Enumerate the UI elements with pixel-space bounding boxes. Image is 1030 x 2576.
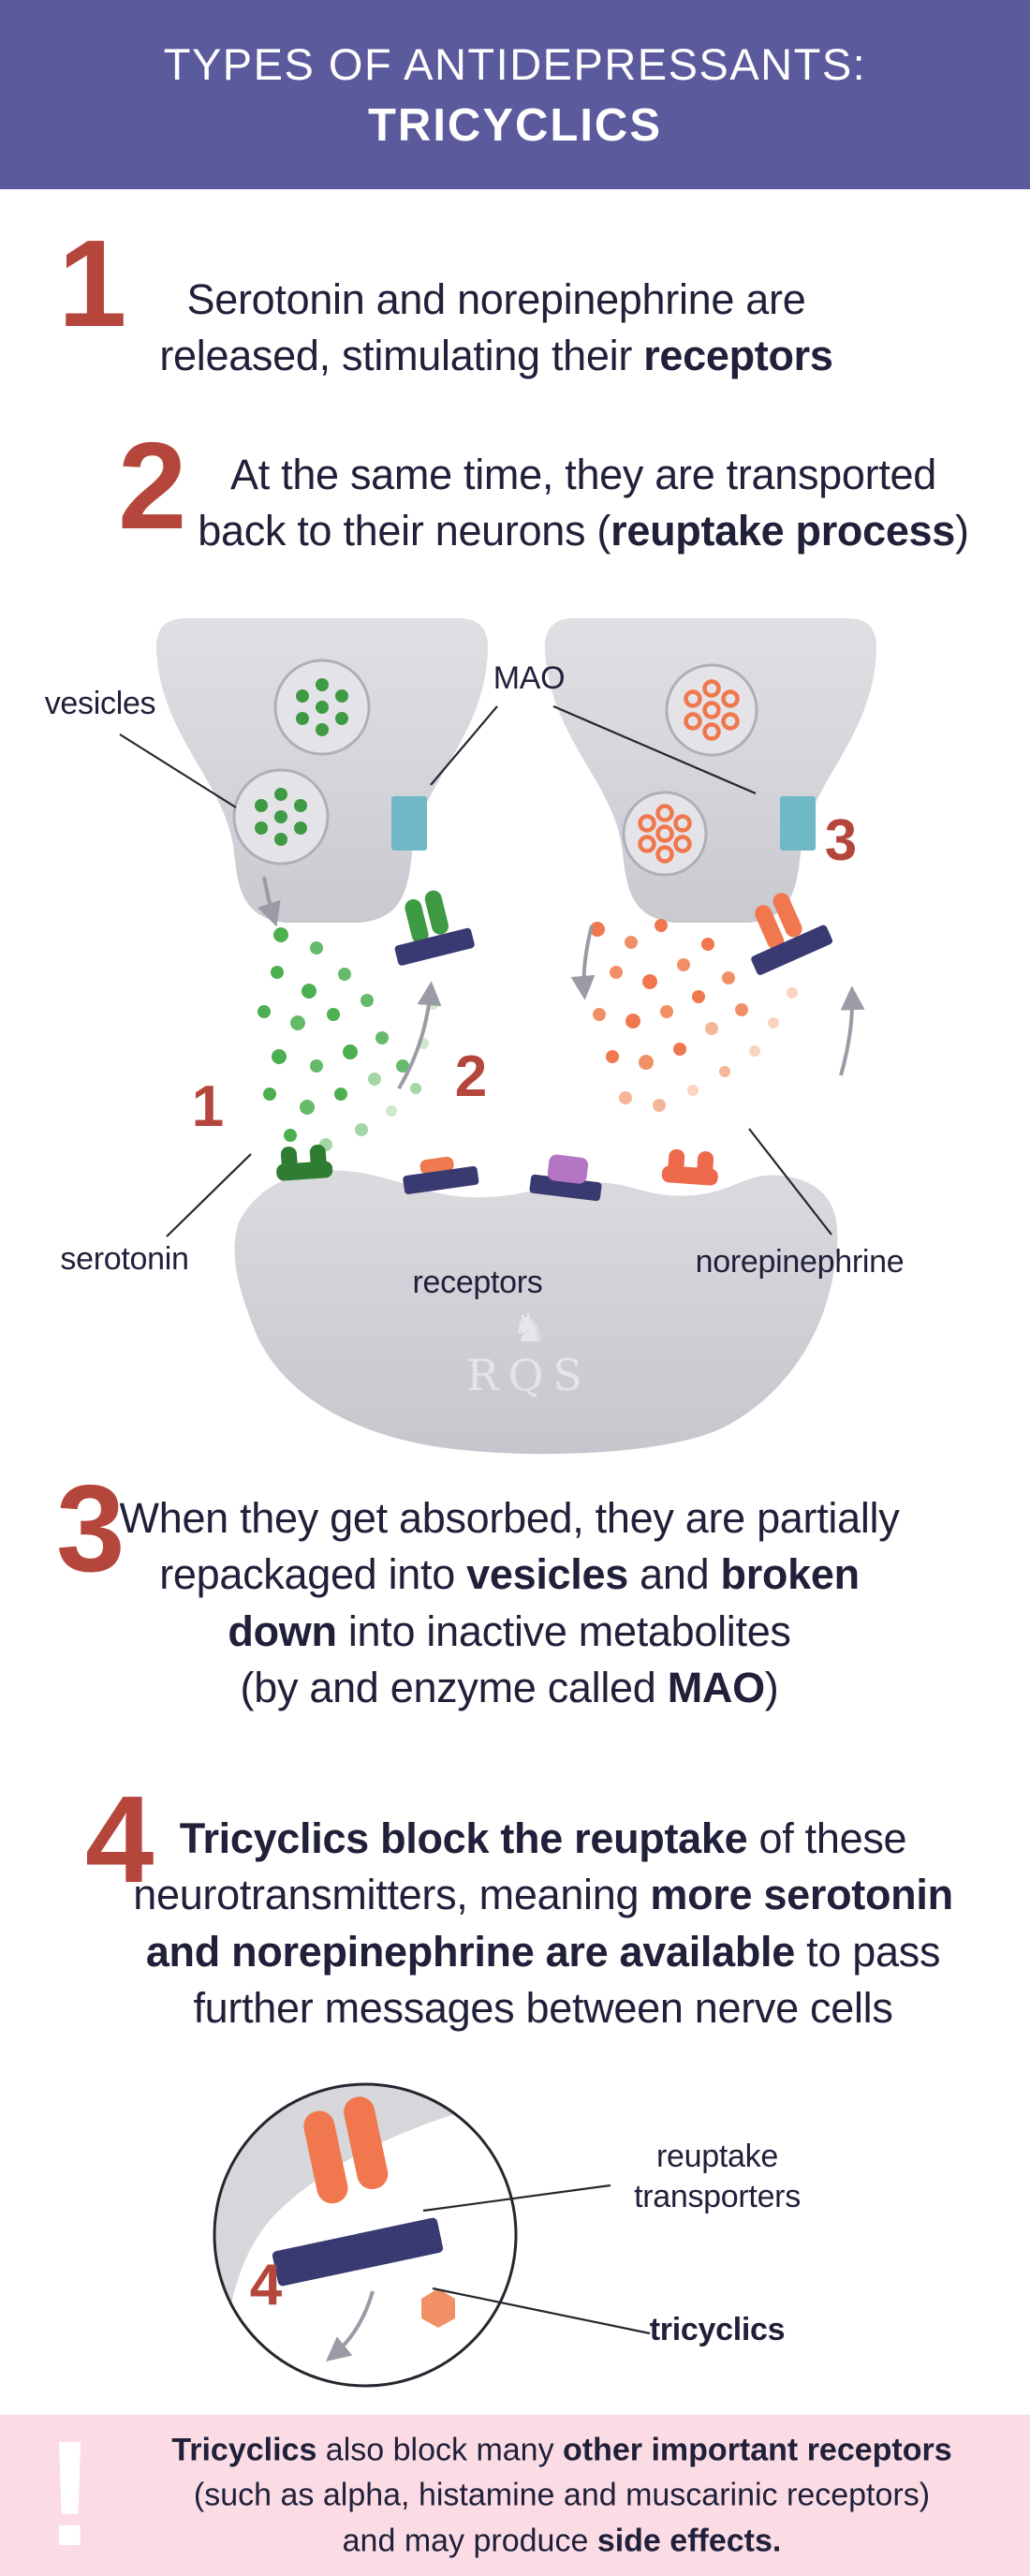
footer-text: Tricyclics also block many other importa… — [171, 2432, 952, 2559]
lion-emblem-icon: ♞ — [511, 1306, 547, 1350]
receptor-purple — [529, 1154, 602, 1202]
serotonin-reuptake-transporter — [394, 890, 475, 966]
release-arrow-left — [257, 876, 281, 927]
zoom-tricyclic-blocker — [272, 2217, 444, 2287]
step-4-numeral: 4 — [85, 1770, 154, 1908]
exclamation-icon: ! — [45, 2409, 96, 2576]
rqs-watermark: ♞ RQS — [466, 1306, 592, 1400]
receptor-orange-navy — [403, 1156, 479, 1194]
step-2-numeral: 2 — [118, 417, 187, 555]
label-serotonin: serotonin — [60, 1241, 188, 1277]
marker-2: 2 — [455, 1044, 487, 1109]
zoom-blocked-arrow — [325, 2290, 375, 2361]
reuptake-arrow-right — [839, 985, 865, 1076]
label-transporters: transporters — [634, 2179, 801, 2214]
norepinephrine-vesicle-2 — [622, 791, 708, 877]
norepinephrine-vesicle-1 — [665, 663, 758, 757]
label-norepinephrine: norepinephrine — [696, 1244, 905, 1280]
synapse-diagram: ♞ RQS — [45, 618, 905, 1455]
mao-pointer-line-right — [552, 704, 757, 795]
header-subtitle: TRICYCLICS — [368, 99, 662, 151]
zoom-reuptake-transporters — [303, 2096, 389, 2204]
label-tricyclics: tricyclics — [650, 2312, 785, 2347]
header-banner: TYPES OF ANTIDEPRESSANTS: TRICYCLICS — [0, 0, 1030, 189]
header-title: TYPES OF ANTIDEPRESSANTS: — [163, 38, 867, 89]
label-receptors: receptors — [412, 1265, 542, 1300]
serotonin-vesicle-1 — [273, 659, 371, 756]
vesicles-pointer-line — [119, 733, 237, 808]
label-vesicles: vesicles — [45, 686, 156, 721]
norepinephrine-reuptake-transporter — [751, 893, 833, 975]
norepinephrine-pointer-line — [748, 1128, 832, 1236]
serotonin-vesicle-2 — [232, 768, 330, 866]
norepinephrine-molecules — [590, 919, 798, 1112]
release-arrow-right — [570, 925, 596, 1000]
zoom-marker-4: 4 — [250, 2253, 283, 2317]
step-3-text: When they get absorbed, they are partial… — [119, 1494, 900, 1711]
label-mao: MAO — [493, 660, 566, 696]
tricyclics-pointer-line — [432, 2287, 651, 2335]
transporters-pointer-line — [422, 2184, 611, 2213]
mao-enzyme-left — [391, 796, 427, 851]
step-3-numeral: 3 — [56, 1459, 125, 1597]
tricyclic-zoom-diagram: 4 reuptake transporters tricyclics — [213, 2082, 801, 2388]
zoom-membrane — [214, 2084, 516, 2382]
rqs-watermark-text: RQS — [466, 1350, 592, 1400]
serotonin-molecules — [258, 927, 438, 1151]
receptor-green — [276, 1144, 333, 1181]
zoom-circle-outline — [213, 2082, 518, 2388]
step-1-numeral: 1 — [58, 215, 127, 352]
marker-3: 3 — [825, 808, 857, 873]
serotonin-pointer-line — [166, 1153, 252, 1237]
label-reuptake: reuptake — [656, 2139, 778, 2174]
mao-enzyme-right — [780, 796, 816, 851]
marker-1: 1 — [192, 1074, 224, 1139]
zoom-neurotransmitter-hexagon — [421, 2288, 455, 2328]
receptor-salmon — [661, 1148, 718, 1186]
reuptake-arrow-left — [397, 981, 442, 1090]
postsynaptic-neuron — [234, 1170, 838, 1455]
mao-pointer-line-left — [430, 705, 498, 786]
warning-footer: ! Tricyclics also block many other impor… — [0, 2415, 1030, 2576]
